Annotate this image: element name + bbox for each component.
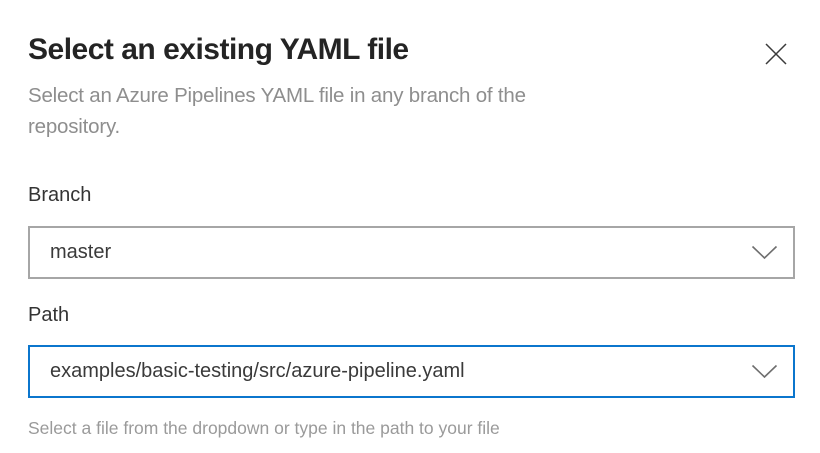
dialog-title: Select an existing YAML file xyxy=(28,33,409,66)
path-label: Path xyxy=(28,304,70,326)
path-helper-text: Select a file from the dropdown or type … xyxy=(28,418,500,438)
branch-dropdown[interactable]: master xyxy=(28,226,795,279)
dialog-subtitle: Select an Azure Pipelines YAML file in a… xyxy=(28,84,526,138)
close-icon xyxy=(759,37,793,74)
path-input[interactable] xyxy=(50,360,751,383)
close-button[interactable] xyxy=(757,36,795,74)
chevron-down-icon[interactable] xyxy=(751,364,778,379)
branch-label: Branch xyxy=(28,184,92,206)
chevron-down-icon[interactable] xyxy=(751,245,778,260)
branch-selected-value: master xyxy=(50,241,112,263)
dialog-header: Select an existing YAML file xyxy=(28,0,795,74)
path-combobox[interactable] xyxy=(28,345,795,398)
